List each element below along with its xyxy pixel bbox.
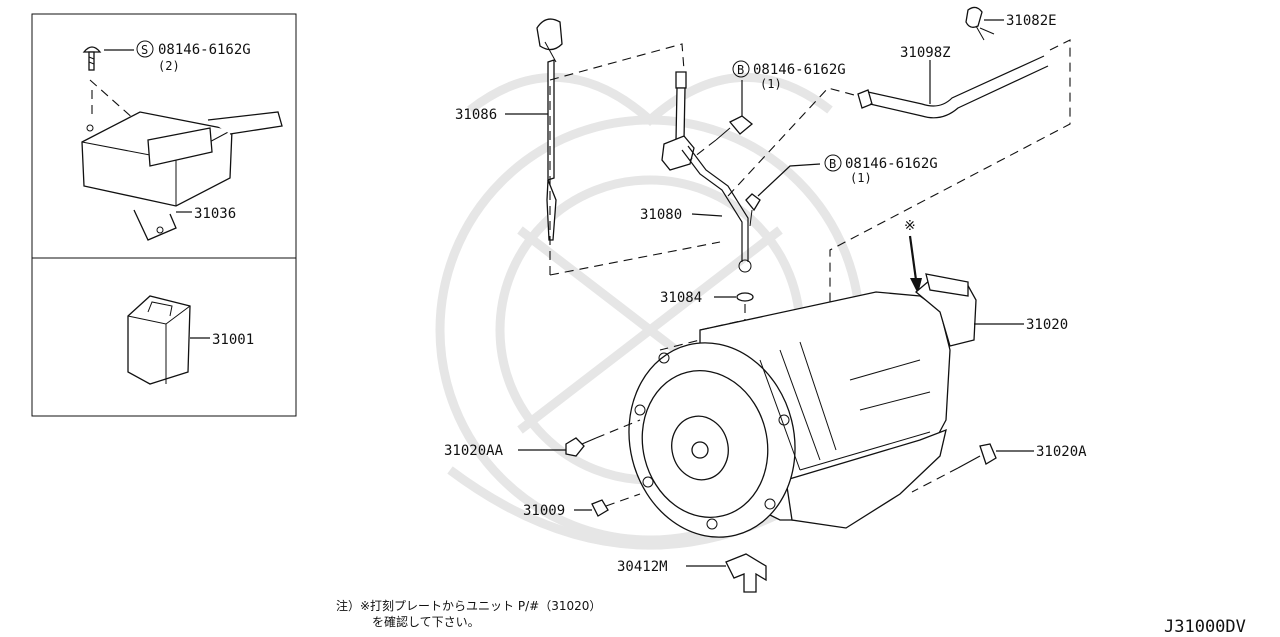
label-dipstick: 31086 xyxy=(455,107,497,123)
ecu-module-icon xyxy=(81,79,283,241)
label-bracket: 30412M xyxy=(617,559,668,575)
breather-hose-icon xyxy=(857,55,1049,119)
label-bolt-b2: 08146-6162G xyxy=(845,156,938,172)
bolt-b1-icon xyxy=(689,115,754,161)
diagram-code: J31000DV xyxy=(1164,617,1246,637)
left-parts-frame xyxy=(31,13,297,417)
bolt-b1-marker: B xyxy=(732,60,750,78)
o-ring-icon xyxy=(736,292,754,302)
arrow-down-icon xyxy=(908,235,922,294)
bolt-b2-marker: B xyxy=(824,154,842,172)
label-relay-unit: 31001 xyxy=(212,332,254,348)
relay-unit-icon xyxy=(127,295,191,385)
label-bolt-b1-qty: (1) xyxy=(760,77,782,91)
transmission-icon xyxy=(628,273,977,538)
asterisk-marker: ※ xyxy=(904,218,916,234)
bracket-icon xyxy=(725,553,767,593)
label-charging-pipe: 31080 xyxy=(640,207,682,223)
note-line-2: を確認して下さい。 xyxy=(372,614,480,629)
label-bolt-a: 31020A xyxy=(1036,444,1087,460)
bolt-s-icon xyxy=(82,46,102,71)
label-bolt-aa: 31020AA xyxy=(444,443,504,459)
bolt-b2-icon xyxy=(745,193,761,227)
label-bolt-b2-qty: (1) xyxy=(850,171,872,185)
bolt-s-marker: S xyxy=(136,40,154,58)
clip-icon xyxy=(965,6,995,41)
label-clip: 31082E xyxy=(1006,13,1057,29)
label-breather-hose: 31098Z xyxy=(900,45,951,61)
charging-pipe-icon xyxy=(661,71,752,273)
label-bolt-b1: 08146-6162G xyxy=(753,62,846,78)
label-ecu-module: 31036 xyxy=(194,206,236,222)
bolt-09-icon xyxy=(591,493,641,517)
bolt-aa-icon xyxy=(565,419,641,457)
label-o-ring: 31084 xyxy=(660,290,702,306)
label-bolt-s: 08146-6162G xyxy=(158,42,251,58)
label-bolt-s-qty: (2) xyxy=(158,59,180,73)
bolt-b2-marker-text: B xyxy=(829,157,836,171)
note-line-1: 注）※打刻プレートからユニット P/#（31020） xyxy=(336,598,601,613)
bolt-s-marker-text: S xyxy=(141,43,148,57)
label-bolt-09: 31009 xyxy=(523,503,565,519)
label-transmission: 31020 xyxy=(1026,317,1068,333)
bolt-b1-marker-text: B xyxy=(737,63,744,77)
bolt-a-icon xyxy=(911,443,997,493)
